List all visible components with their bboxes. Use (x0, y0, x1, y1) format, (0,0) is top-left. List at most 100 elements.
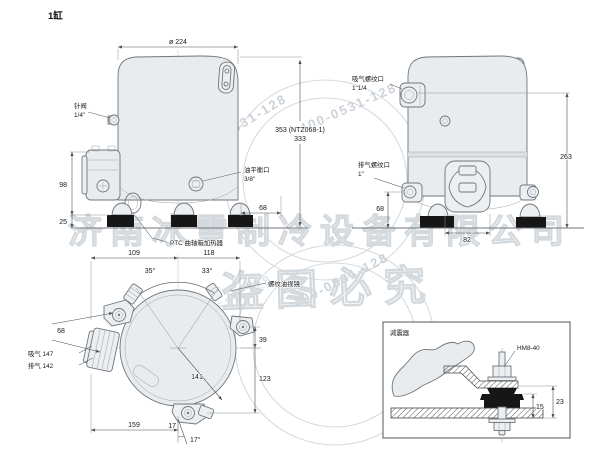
top-view: 109 118 35° 33° 68 吸气 147 排气 142 螺纹油视镜 (27, 249, 301, 445)
suction-147-label: 吸气 147 (28, 349, 54, 358)
hex-nut-bottom (493, 422, 511, 431)
dim-25-label: 25 (59, 219, 67, 226)
discharge-callout: 排气螺纹口 1" (357, 159, 405, 189)
top-lug-bottom (171, 403, 215, 425)
suction-callout: 吸气螺纹口 1"1/4 (351, 73, 403, 93)
top-angle-dims: 35° 33° (135, 266, 220, 349)
oil-port-size: 3/8" (244, 176, 255, 183)
page-title: 1缸 (48, 10, 63, 22)
top-shell-inner (124, 294, 232, 402)
mounting-bracket (443, 365, 519, 389)
side-dim-68: 68 (375, 191, 404, 228)
top-lug-right (229, 315, 255, 337)
inset-title: 减震器 (390, 328, 410, 337)
top-port-dims: 吸气 147 排气 142 (27, 345, 94, 371)
rubber-grommet (480, 388, 524, 408)
front-shell (117, 55, 239, 201)
dim-159-label: 159 (128, 422, 140, 429)
dim-diameter-label: ø 224 (169, 39, 187, 46)
oil-port-side (519, 184, 539, 201)
top-dim-141: 141 (170, 347, 223, 401)
front-shell-bottom-seam (117, 185, 239, 204)
suction-size: 1"1/4 (352, 85, 367, 92)
damper-inset: 减震器 HM8-40 15 2 (382, 321, 571, 442)
watermark-stamp-circle-inner (242, 97, 408, 263)
inset-dims: 15 23 (519, 385, 565, 419)
angle-35-label: 35° (145, 267, 156, 275)
height-333-label: 333 (294, 136, 306, 143)
shell-bolt (439, 115, 451, 127)
oil-sight-glass-fitting (205, 282, 223, 302)
dim-263-label: 263 (560, 154, 572, 161)
height-callout: 353 (NTZ068-1) 333 (240, 56, 326, 226)
discharge-valve-pad (444, 160, 491, 213)
oil-port-callout: 油平衡口 3/8" (202, 164, 270, 184)
base-plate (390, 407, 544, 419)
oil-sight-callout: 螺纹油视镜 (229, 278, 301, 292)
dim-98-label: 98 (59, 182, 67, 189)
suction-label: 吸气螺纹口 (352, 74, 384, 83)
hex-nut-top (492, 365, 512, 378)
side-view: 吸气螺纹口 1"1/4 排气螺纹口 1" 263 68 82 (351, 55, 584, 245)
top-suction-stub (82, 327, 120, 372)
front-feet (107, 202, 253, 227)
side-dim-263: 263 (418, 92, 573, 228)
discharge-142-label: 排气 142 (28, 361, 54, 370)
angle-33-label: 33° (202, 267, 213, 275)
top-dim-68: 68 (51, 312, 114, 353)
top-dim-17: 17 17° (167, 416, 202, 445)
side-weld-band (408, 152, 527, 157)
dim-39-label: 39 (259, 337, 267, 344)
part-label: HM8-40 (517, 345, 540, 352)
dim-123-label: 123 (259, 376, 271, 383)
discharge-size: 1" (358, 171, 364, 178)
top-lug-upper-left (103, 299, 135, 327)
side-dim-82: 82 (444, 214, 491, 245)
dim-82-label: 82 (463, 237, 471, 244)
stud-tip (498, 430, 506, 436)
side-feet (420, 203, 546, 228)
top-dim-39-123: 39 123 (207, 326, 272, 414)
front-dim-68: 68 (240, 196, 282, 216)
dim-68-label: 68 (57, 328, 65, 335)
oil-equalization-port (188, 176, 204, 192)
discharge-label: 排气螺纹口 (358, 160, 390, 169)
stud-through-plate (497, 406, 507, 420)
stud-top (498, 351, 506, 367)
top-dim-109-118: 109 118 (90, 249, 241, 322)
dim-141-label: 141 (191, 374, 203, 381)
height-353-label: 353 (NTZ068-1) (275, 127, 325, 134)
compressor-foot-blob (391, 340, 475, 397)
washer-top (487, 376, 517, 381)
dim-17-label: 17 (168, 423, 176, 430)
front-view: ø 224 针阀 1/4" 油平衡口 3/8" 353 (NTZ068-1) 3… (58, 38, 326, 248)
dim-109-label: 109 (128, 250, 140, 257)
watermark-warning: 盗图必究 (221, 261, 439, 316)
dim-15-label: 15 (536, 404, 544, 411)
top-interior-feature (133, 365, 159, 387)
needle-valve-callout: 针阀 1/4" (73, 100, 111, 120)
side-shell (407, 55, 528, 197)
needle-valve-label: 针阀 (74, 101, 87, 110)
dim-68-label: 68 (376, 206, 384, 213)
front-dim-98-25: 98 25 (58, 151, 110, 229)
lifting-lug (217, 61, 236, 94)
ptc-heater-callout: PTC 曲轴箱加热器 (132, 212, 224, 248)
discharge-port (401, 182, 423, 203)
ptc-heater-label: PTC 曲轴箱加热器 (170, 238, 224, 247)
dim-118-label: 118 (203, 250, 214, 257)
needle-valve-size: 1/4" (74, 112, 85, 119)
oil-sight-label: 螺纹油视镜 (268, 279, 301, 288)
terminal-box (81, 145, 121, 201)
needle-valve (107, 114, 120, 126)
suction-port (399, 82, 426, 108)
oil-port-label: 油平衡口 (244, 165, 270, 174)
washer-bottom (488, 418, 516, 423)
front-dim-diameter: ø 224 (117, 38, 239, 64)
hm8-40-callout: HM8-40 (503, 344, 541, 368)
dim-68-label: 68 (259, 205, 267, 212)
watermark-company: 济南冰雪制冷设备有限公司 (68, 213, 572, 251)
dim-23-label: 23 (556, 399, 564, 406)
